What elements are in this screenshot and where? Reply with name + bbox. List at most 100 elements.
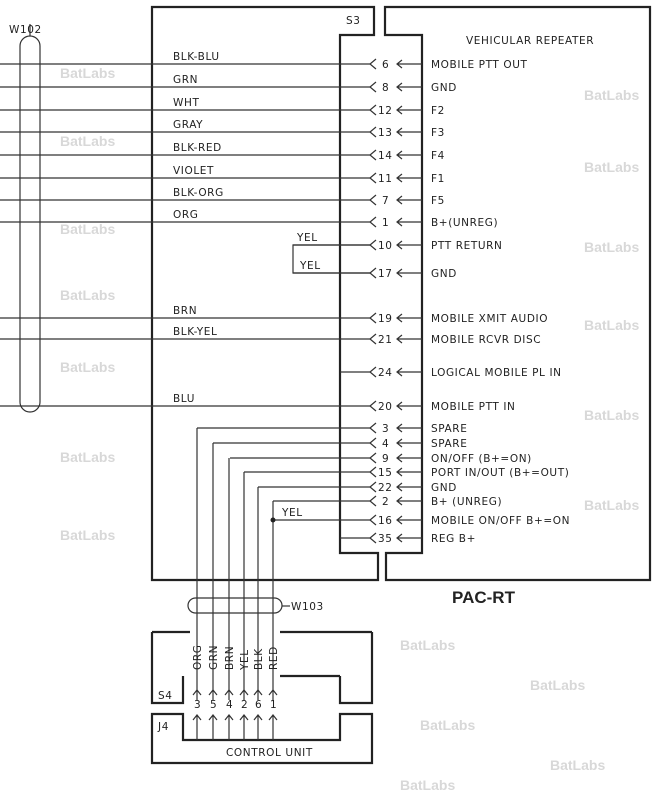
signal-label: GND — [431, 82, 457, 94]
s4-pin-number: 6 — [255, 699, 262, 711]
arrow-left-icon — [396, 150, 422, 160]
watermark: BatLabs — [60, 65, 115, 81]
arrow-up-icon — [253, 714, 263, 740]
s4-contact-icon — [208, 689, 218, 696]
watermark: BatLabs — [60, 133, 115, 149]
pin-number: 9 — [382, 453, 389, 465]
wire-color-label: YEL — [296, 232, 318, 244]
repeater-box — [383, 5, 652, 582]
s4-contact-icon — [253, 689, 263, 696]
s4-contact-icon — [268, 689, 278, 696]
s3-housing — [150, 5, 380, 582]
female-contact-icon — [369, 333, 377, 345]
arrow-left-icon — [396, 496, 422, 506]
control-wires — [196, 428, 274, 700]
arrow-left-icon — [396, 438, 422, 448]
female-contact-icon — [369, 58, 377, 70]
female-contact-icon — [369, 172, 377, 184]
pin-number: 13 — [378, 127, 393, 139]
arrow-left-icon — [396, 105, 422, 115]
female-contact-icon — [369, 514, 377, 526]
w102-cable-bundle — [19, 35, 41, 413]
watermark: BatLabs — [60, 287, 115, 303]
watermarks: BatLabsBatLabsBatLabsBatLabsBatLabsBatLa… — [60, 65, 639, 793]
s4-pin-number: 3 — [194, 699, 201, 711]
female-contact-icon — [369, 366, 377, 378]
wire-color-label: BLK-RED — [173, 142, 222, 154]
arrow-left-icon — [396, 515, 422, 525]
arrow-up-icon — [224, 714, 234, 740]
female-contact-icon — [369, 194, 377, 206]
pin-number: 15 — [378, 467, 393, 479]
s4-pin-number: 4 — [226, 699, 233, 711]
arrow-left-icon — [396, 240, 422, 250]
arrow-left-icon — [396, 127, 422, 137]
wire-color-label: BRN — [173, 305, 197, 317]
arrow-up-icon — [268, 714, 278, 740]
signal-label: REG B+ — [431, 533, 476, 545]
s3-label: S3 — [346, 15, 361, 27]
arrow-left-icon — [396, 195, 422, 205]
arrow-left-icon — [396, 334, 422, 344]
wire-color-label: ORG — [173, 209, 199, 221]
unit-name: PAC-RT — [452, 588, 516, 607]
signal-label: GND — [431, 482, 457, 494]
watermark: BatLabs — [60, 527, 115, 543]
j4-control-unit-box — [150, 712, 374, 765]
pin-number: 1 — [382, 217, 389, 229]
pin-number: 12 — [378, 105, 393, 117]
wire-color-label: WHT — [173, 97, 200, 109]
signal-label: B+(UNREG) — [431, 217, 498, 229]
female-contact-icon — [369, 481, 377, 493]
signal-label: PORT IN/OUT (B+=OUT) — [431, 467, 569, 479]
watermark: BatLabs — [550, 757, 605, 773]
w102-label: W102 — [9, 24, 42, 36]
s4-wire-color: BRN — [224, 646, 236, 670]
female-contact-icon — [369, 437, 377, 449]
s4-contact-icon — [239, 689, 249, 696]
signal-label: MOBILE PTT OUT — [431, 59, 528, 71]
wire-color-label: YEL — [281, 507, 303, 519]
watermark: BatLabs — [584, 159, 639, 175]
pin-row: 9 ON/OFF (B+=ON) — [230, 452, 532, 465]
female-contact-icon — [369, 452, 377, 464]
signal-label: ON/OFF (B+=ON) — [431, 453, 532, 465]
watermark: BatLabs — [584, 317, 639, 333]
arrow-left-icon — [396, 173, 422, 183]
signal-label: B+ (UNREG) — [431, 496, 502, 508]
pin-number: 7 — [382, 195, 389, 207]
female-contact-icon — [369, 149, 377, 161]
signal-label: SPARE — [431, 423, 467, 435]
female-contact-icon — [369, 495, 377, 507]
arrow-left-icon — [396, 313, 422, 323]
watermark: BatLabs — [60, 449, 115, 465]
wire-color-label: BLK-YEL — [173, 326, 217, 338]
female-contact-icon — [369, 532, 377, 544]
female-contact-icon — [369, 81, 377, 93]
pin-number: 6 — [382, 59, 389, 71]
wire-color-label: YEL — [299, 260, 321, 272]
wire-color-label: VIOLET — [173, 165, 214, 177]
j4-label: J4 — [157, 721, 169, 733]
female-contact-icon — [369, 466, 377, 478]
pin-number: 19 — [378, 313, 393, 325]
pin-row: 22 GND — [258, 481, 457, 494]
female-contact-icon — [369, 312, 377, 324]
signal-label: MOBILE PTT IN — [431, 401, 516, 413]
pin-number: 22 — [378, 482, 393, 494]
female-contact-icon — [369, 400, 377, 412]
w103-label: W103 — [291, 601, 324, 613]
arrow-up-icon — [192, 714, 202, 740]
watermark: BatLabs — [400, 777, 455, 793]
